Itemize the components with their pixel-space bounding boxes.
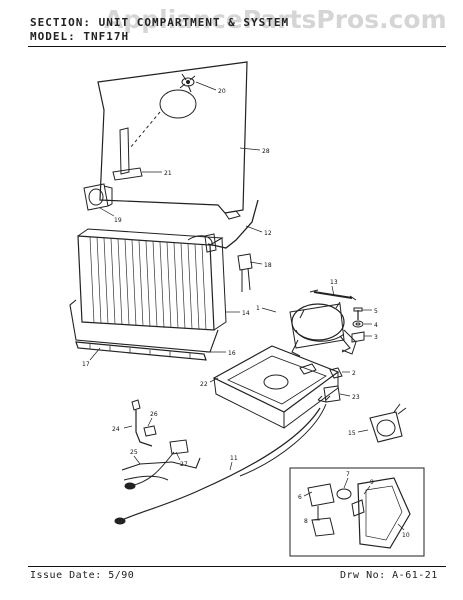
label-6: 6 (298, 494, 302, 501)
label-7: 7 (346, 471, 350, 478)
part-21-bracket (112, 127, 143, 181)
part-18-thermostat (237, 253, 253, 292)
part-11-power-cord (114, 395, 331, 525)
inset-start-device (289, 467, 425, 557)
label-19: 19 (114, 217, 122, 224)
section-title: SECTION: UNIT COMPARTMENT & SYSTEM (30, 16, 290, 29)
label-9: 9 (370, 479, 374, 486)
label-27: 27 (180, 461, 188, 468)
label-21: 21 (164, 170, 172, 177)
drawing-number: Drw No: A-61-21 (340, 570, 438, 581)
part-5-bolt (353, 307, 363, 320)
label-2: 2 (352, 370, 356, 377)
part-26-clamp (143, 425, 157, 437)
part-14-evaporator (69, 228, 227, 353)
label-1: 1 (256, 305, 260, 312)
part-4-washer (352, 320, 364, 328)
watermark-text: AppliancePartsPros.com (104, 5, 447, 34)
part-15-relay (369, 403, 407, 443)
label-4: 4 (374, 322, 378, 329)
label-3: 3 (374, 334, 378, 341)
label-28: 28 (262, 148, 270, 155)
model-title: MODEL: TNF17H (30, 30, 130, 43)
part-25-wire (121, 457, 201, 481)
part-28-back-panel (97, 61, 248, 220)
label-22: 22 (200, 381, 208, 388)
part-1-compressor (289, 301, 357, 357)
part-12-drain-tube (204, 199, 259, 253)
label-26: 26 (150, 411, 158, 418)
part-23-clip (317, 385, 341, 403)
label-25: 25 (130, 449, 138, 456)
label-15: 15 (348, 430, 356, 437)
label-11: 11 (230, 455, 238, 462)
label-18: 18 (264, 262, 272, 269)
label-13: 13 (330, 279, 338, 286)
part-19-fan-motor (83, 183, 113, 211)
part-3-grommet (351, 331, 365, 343)
label-20: 20 (218, 88, 226, 95)
label-8: 8 (304, 518, 308, 525)
part-22-drain-pan (212, 345, 340, 429)
label-5: 5 (374, 308, 378, 315)
part-13-capillary (309, 289, 357, 301)
footer-rule (28, 566, 446, 567)
part-2-nut (329, 367, 343, 379)
label-24: 24 (112, 426, 120, 433)
label-16: 16 (228, 350, 236, 357)
part-24-sensor (131, 399, 153, 447)
label-14: 14 (242, 310, 250, 317)
part-20-fan-blade (179, 73, 196, 93)
label-12: 12 (264, 230, 272, 237)
issue-date: Issue Date: 5/90 (30, 570, 135, 581)
header-rule (28, 46, 446, 47)
label-17: 17 (82, 361, 90, 368)
part-27-connector (124, 439, 189, 490)
part-17-defrost-heater (75, 341, 207, 361)
label-10: 10 (402, 532, 410, 539)
label-23: 23 (352, 394, 360, 401)
